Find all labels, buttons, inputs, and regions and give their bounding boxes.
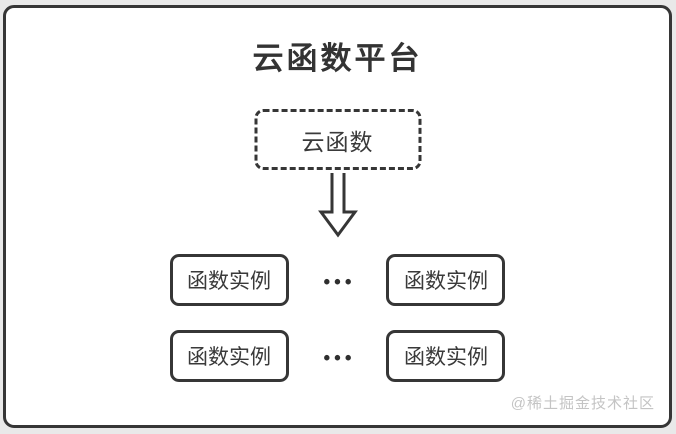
instance-box: 函数实例: [386, 254, 506, 306]
cloud-function-label: 云函数: [301, 128, 374, 155]
instance-label: 函数实例: [403, 346, 488, 369]
page-title: 云函数平台: [252, 41, 423, 76]
instance-label: 函数实例: [187, 346, 272, 369]
instance-label: 函数实例: [187, 270, 272, 293]
diagram-frame: 云函数平台 云函数 函数实例 ••• 函数实例 函数实例 ••• 函数实例: [3, 5, 672, 428]
instance-row-2: 函数实例 ••• 函数实例: [6, 330, 669, 382]
instance-box: 函数实例: [386, 330, 506, 382]
instance-row-1: 函数实例 ••• 函数实例: [6, 254, 669, 306]
ellipsis-icon: •••: [323, 347, 356, 369]
watermark: @稀土掘金技术社区: [510, 395, 655, 412]
ellipsis-icon: •••: [323, 271, 356, 293]
down-arrow-icon: [317, 173, 358, 238]
cloud-function-box: 云函数: [254, 109, 421, 170]
instance-box: 函数实例: [169, 330, 289, 382]
instance-box: 函数实例: [169, 254, 289, 306]
instance-label: 函数实例: [403, 270, 488, 293]
